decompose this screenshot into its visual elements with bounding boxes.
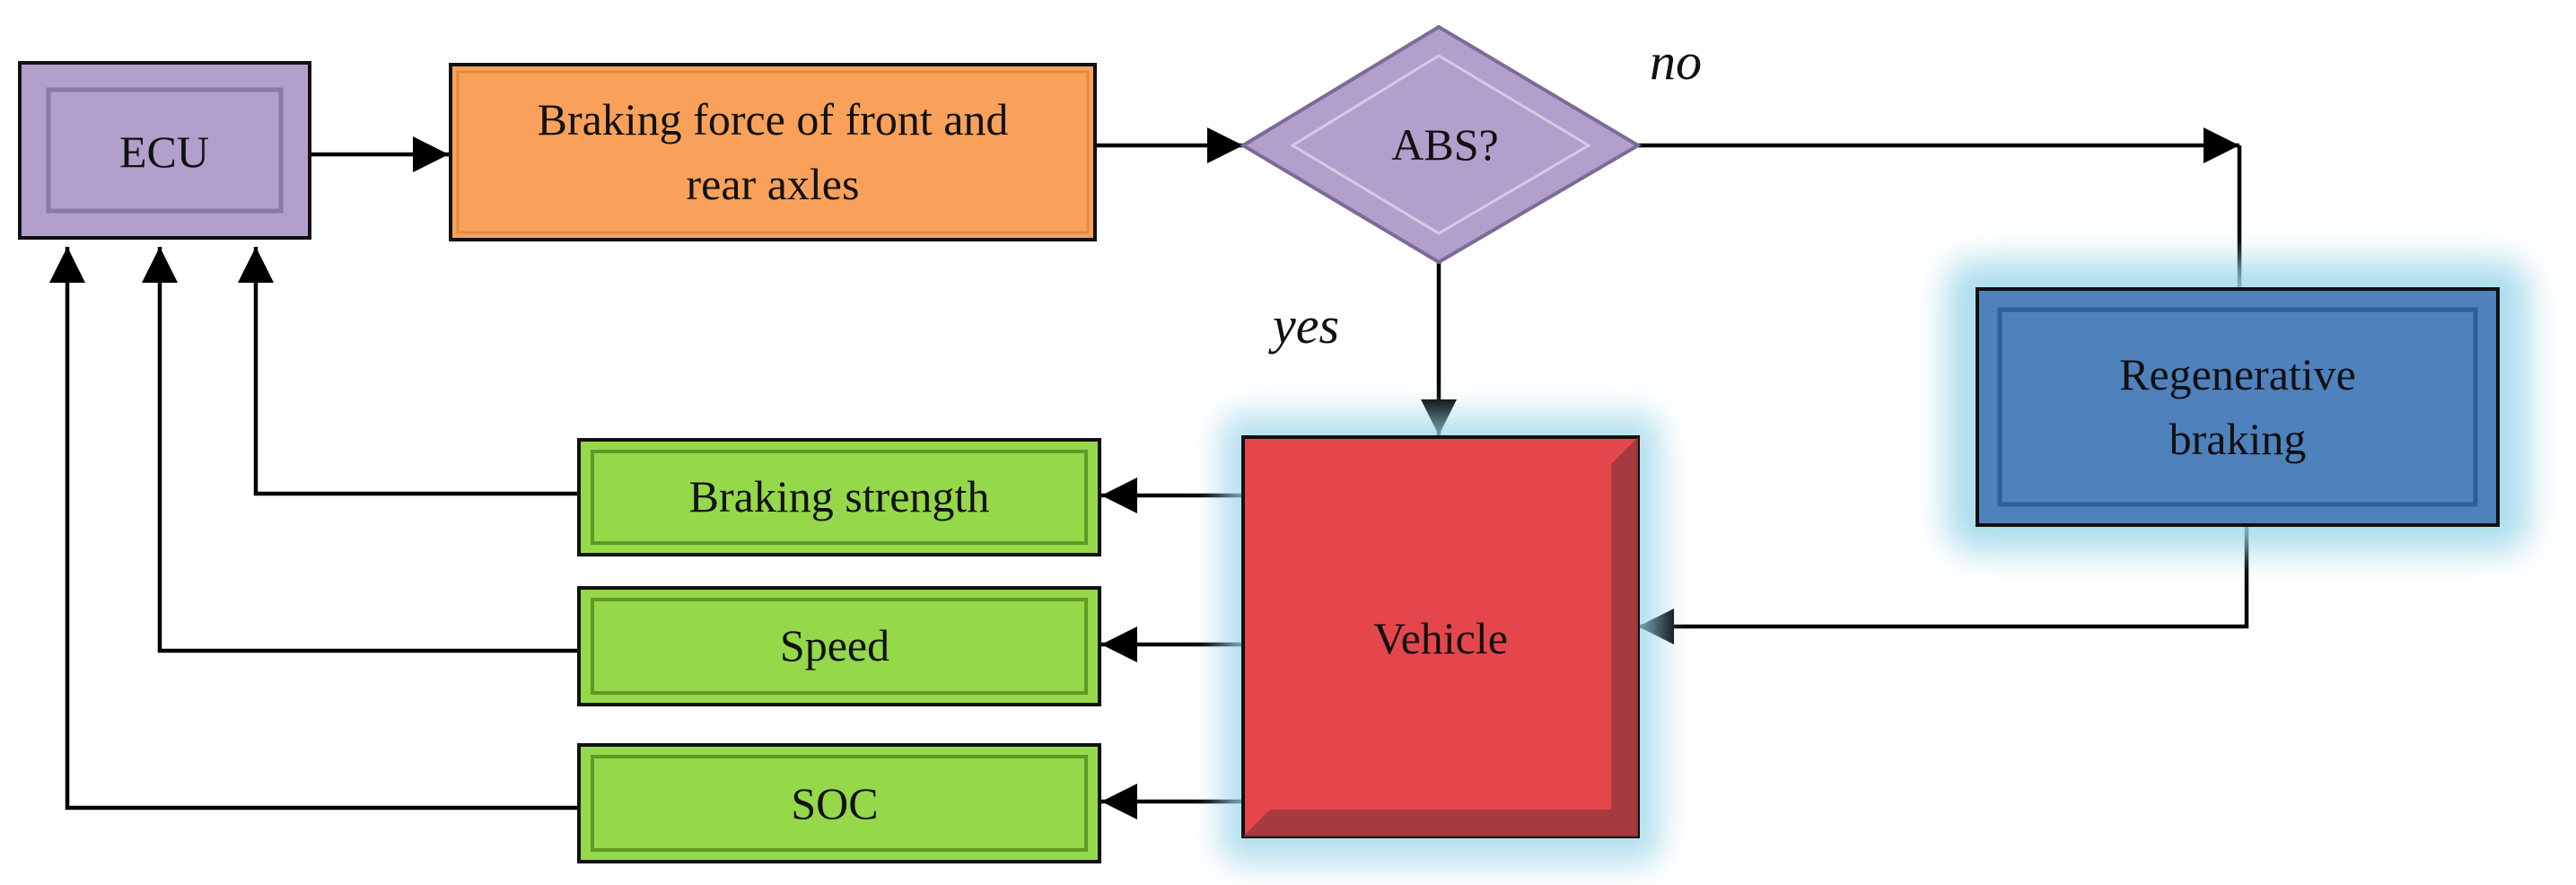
node-braking-strength: Braking strength: [577, 438, 1101, 556]
abs-bevel: [1290, 54, 1591, 235]
node-speed: Speed: [577, 586, 1101, 706]
regen-bevel: [1997, 307, 2478, 507]
braking-strength-box: [577, 438, 1101, 556]
speed-box: [577, 586, 1101, 706]
braking-force-label-line2: rear axles: [687, 159, 860, 209]
node-soc: SOC: [577, 743, 1101, 863]
regen-label-line1: Regenerative: [2119, 349, 2356, 399]
vehicle-bevel-right: [1611, 437, 1638, 837]
abs-diamond: [1240, 24, 1642, 265]
vehicle-box: [1241, 435, 1640, 838]
braking-force-bevel: [456, 70, 1090, 234]
edge-speed-to-ecu: [142, 247, 579, 653]
soc-label: SOC: [791, 778, 878, 828]
edge-soc-to-ecu: [49, 247, 579, 811]
edge-label-no: no: [1650, 32, 1702, 91]
ecu-bevel: [46, 87, 284, 214]
braking-strength-label: Braking strength: [689, 471, 990, 521]
ecu-label: ECU: [119, 127, 209, 177]
vehicle-bevel-bottom: [1243, 810, 1638, 837]
edge-braking-strength-to-ecu: [238, 247, 579, 496]
node-braking-force: Braking force of front and rear axles: [449, 63, 1097, 241]
node-regen: Regenerative braking: [1946, 260, 2529, 552]
node-ecu: ECU: [18, 61, 311, 240]
soc-bevel: [591, 755, 1088, 852]
braking-strength-bevel: [591, 450, 1088, 545]
regen-label-line2: braking: [2169, 414, 2307, 464]
abs-label: ABS?: [1391, 119, 1498, 170]
edge-label-yes: yes: [1268, 296, 1339, 355]
edge-regen-to-vehicle: [1638, 525, 2249, 644]
braking-force-box: [449, 63, 1097, 241]
soc-box: [577, 743, 1101, 863]
node-vehicle: Vehicle: [1221, 415, 1660, 863]
speed-label: Speed: [780, 620, 889, 670]
regen-box: [1976, 287, 2500, 527]
speed-bevel: [591, 598, 1088, 695]
connectors: [49, 127, 2249, 819]
vehicle-label: Vehicle: [1373, 613, 1508, 663]
braking-force-label-line1: Braking force of front and: [538, 94, 1009, 145]
node-abs: ABS?: [1240, 24, 1642, 265]
